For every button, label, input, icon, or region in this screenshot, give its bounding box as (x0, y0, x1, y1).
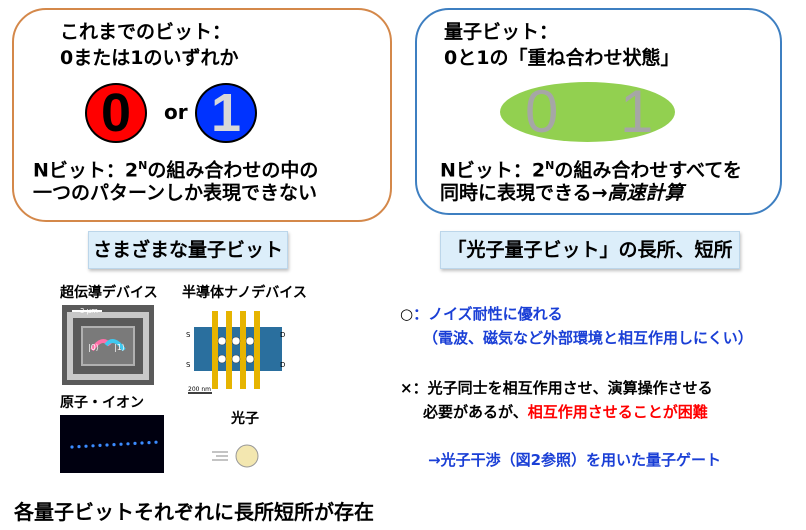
superposition-digit-one: 1 (620, 78, 654, 145)
state-one-ket: |1⟩ (114, 343, 125, 352)
semiconductor-device-label: 半導体ナノデバイス (182, 285, 307, 301)
photon-label: 光子 (231, 411, 259, 427)
quantum-bit-subtitle: 0と1の「重ね合わせ状態」 (444, 47, 680, 69)
bit-one-circle: 1 (195, 83, 257, 143)
superconducting-device-image: 3 μm |0⟩ |1⟩ (62, 305, 154, 385)
svg-text:D: D (280, 361, 285, 369)
semiconductor-device-image: S S D D 200 nm (184, 305, 290, 397)
superposition-ellipse (500, 82, 675, 142)
superposition-digit-zero: 0 (525, 78, 559, 145)
svg-text:S: S (186, 361, 191, 369)
classical-bit-subtitle: 0または1のいずれか (60, 47, 239, 69)
atom-ion-label: 原子・イオン (60, 395, 144, 411)
footer-summary: 各量子ビットそれぞれに長所短所が存在 (14, 500, 374, 524)
classical-capacity-line1: Nビット：2Nの組み合わせの中の (33, 159, 319, 182)
photon-qubit-pros-cons-label: 「光子量子ビット」の長所、短所 (440, 231, 740, 269)
classical-bit-title: これまでのビット： (60, 21, 232, 43)
quantum-bit-title: 量子ビット： (444, 21, 559, 43)
con-detail: 必要があるが、相互作用させることが困難 (423, 403, 708, 421)
svg-text:D: D (280, 331, 285, 339)
scale-bar-200nm: 200 nm (188, 386, 211, 393)
scale-bar-3um: 3 μm (80, 307, 98, 315)
ion-chain-image (60, 415, 164, 473)
pro-line: ○：ノイズ耐性に優れる (400, 305, 563, 323)
classical-capacity-line2: 一つのパターンしか表現できない (33, 182, 318, 204)
pro-detail: （電波、磁気など外部環境と相互作用しにくい） (423, 329, 753, 347)
quantum-capacity-line2: 同時に表現できる→高速計算 (440, 182, 684, 204)
con-line: ×：光子同士を相互作用させ、演算操作させる (400, 379, 713, 397)
photon-image (212, 444, 259, 468)
various-qubits-label: さまざまな量子ビット (88, 231, 288, 269)
quantum-capacity-line1: Nビット：2Nの組み合わせすべてを (440, 159, 742, 182)
bit-zero-circle: 0 (85, 83, 147, 143)
or-label: or (164, 100, 188, 124)
superconducting-device-label: 超伝導デバイス (60, 285, 158, 301)
quantum-gate-line: →光子干渉（図2参照）を用いた量子ゲート (428, 451, 722, 469)
state-zero-ket: |0⟩ (88, 343, 99, 352)
svg-text:S: S (186, 331, 191, 339)
